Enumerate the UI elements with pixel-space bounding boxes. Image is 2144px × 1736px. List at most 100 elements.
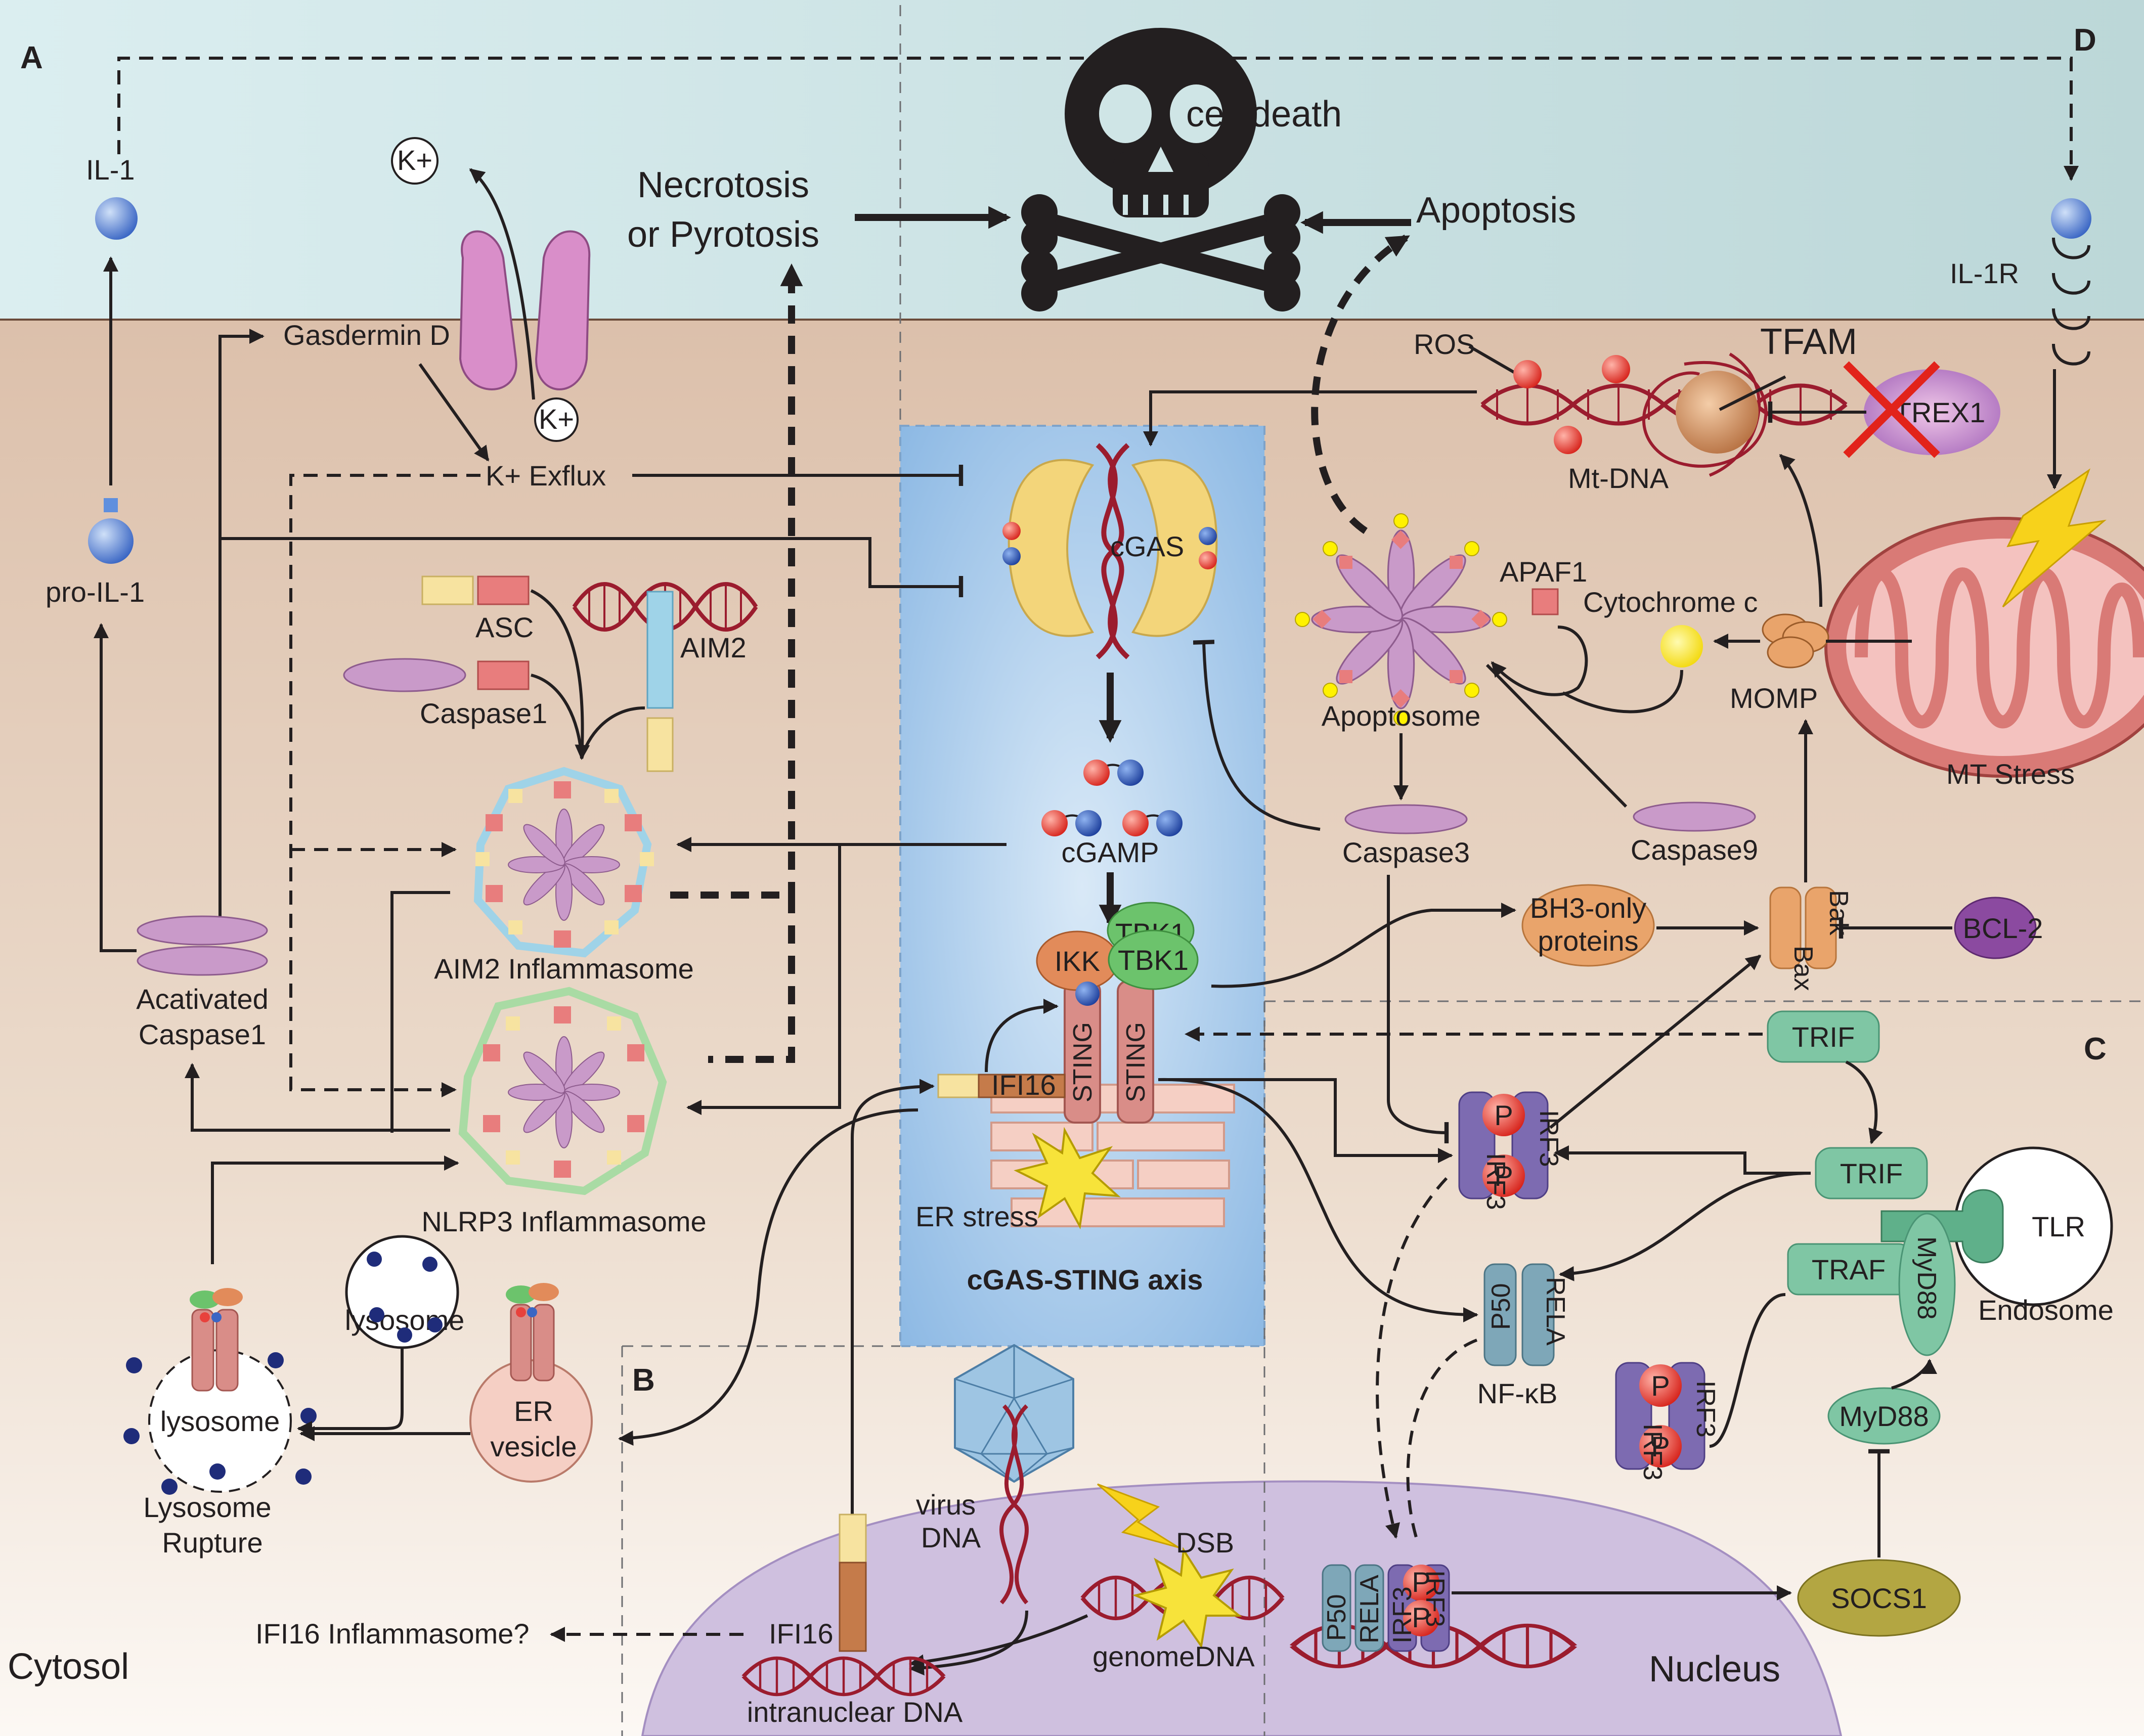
bcl2-label: BCL-2	[1963, 912, 2043, 944]
cgas-dna-strand	[1096, 443, 1130, 659]
aim2-to-caspase1-line	[390, 891, 450, 1133]
apoptosome-to-apoptosis-dashed	[1311, 234, 1410, 534]
dsb-lightning-icon	[1097, 1483, 1179, 1548]
irf3-upper-right-label: IRF3	[1534, 1110, 1563, 1167]
myd88-bound-label: MyD88	[1912, 1236, 1941, 1320]
cgas-bound-red-left	[1002, 522, 1021, 540]
mt-dna	[1480, 383, 1848, 426]
er-stress-burst-icon	[1014, 1127, 1121, 1230]
pro-il1-ball	[88, 518, 134, 564]
caspase9-to-apoptosome	[1485, 663, 1628, 808]
ifi16-inflammasome-label: IFI16 Inflammasome?	[255, 1618, 530, 1650]
activated-caspase1-bottom	[137, 946, 268, 976]
nucleus-label: Nucleus	[1649, 1649, 1780, 1689]
momp-pore	[1762, 613, 1829, 669]
er-stress-label: ER stress	[915, 1200, 1038, 1232]
irf3-dimer-upper	[1458, 1091, 1549, 1199]
sting-right-label: STING	[1121, 1022, 1151, 1102]
il1r-label: IL-1R	[1950, 257, 2019, 289]
traf-label: TRAF	[1812, 1254, 1886, 1285]
cgamp-label: cGAMP	[1062, 836, 1159, 868]
k-exflux-label: K+ Exflux	[486, 460, 606, 492]
caspase1-to-gasdermin-arrow	[218, 329, 265, 930]
cgas-sting-axis-title: cGAS-STING axis	[967, 1264, 1203, 1296]
myd88-bound	[1898, 1213, 1956, 1356]
momp-label: MOMP	[1730, 682, 1818, 714]
myd88-to-bound-arrow	[1891, 1359, 1937, 1390]
nuclear-p50-label: P50	[1322, 1594, 1351, 1641]
virus-dna-label-1: virus	[916, 1489, 976, 1521]
tfam-label: TFAM	[1760, 322, 1857, 362]
inflammasomes-to-caspase1-arrow	[185, 1063, 450, 1132]
nuclear-p1: P	[1412, 1566, 1430, 1598]
nuclear-rela-label: RELA	[1355, 1575, 1384, 1643]
sting-to-irf3-arrow	[1158, 1078, 1453, 1163]
nlrp3-inflammasome-label: NLRP3 Inflammasome	[421, 1206, 706, 1237]
pro-il1-tag	[104, 498, 118, 512]
nuclear-irf3-left-label: IRF3	[1388, 1586, 1417, 1643]
irf3-lower-p2: P	[1651, 1431, 1670, 1462]
lysosome-particles	[367, 1252, 443, 1343]
tlr-label: TLR	[2032, 1211, 2085, 1242]
p50-label: P50	[1486, 1283, 1516, 1330]
lysosome-to-rupture-arrow	[297, 1348, 404, 1436]
k-plus-ion-channel	[534, 397, 579, 442]
caspase1-to-proil1-arrow	[94, 623, 137, 952]
mitochondrion-cristae	[1855, 567, 2144, 729]
er-vesicle-label-2: vesicle	[490, 1431, 577, 1462]
myd88-free-label: MyD88	[1839, 1400, 1929, 1432]
lysosome-rupture-label-1: Lysosome	[143, 1491, 271, 1523]
ifi16-er-pyd	[937, 1074, 980, 1098]
tfam-pointer	[1719, 375, 1786, 411]
socs1-label: SOCS1	[1831, 1582, 1927, 1614]
traf-to-nfkb-arrow	[1559, 1172, 1811, 1281]
apoptosome-complex	[1295, 513, 1507, 726]
bh3-label-2: proteins	[1538, 925, 1638, 957]
p50-protein	[1483, 1263, 1517, 1366]
aim2-pyd-domain	[646, 717, 674, 772]
nfkb-label: NF-κB	[1477, 1377, 1558, 1409]
irf3-upper-left-label: IRF3	[1481, 1153, 1510, 1210]
apoptosis-label: Apoptosis	[1416, 190, 1576, 231]
ifi16-nucleus-hin	[839, 1562, 867, 1652]
skull-crossbones-icon	[1021, 28, 1300, 311]
cgamp-to-nlrp3-arrow	[686, 844, 841, 1115]
ros-pointer	[1468, 345, 1518, 376]
kexflux-dashed-to-inflammasomes	[289, 474, 480, 1097]
bax-protein	[1769, 886, 1802, 969]
cgas-label: cGAS	[1110, 530, 1184, 562]
pyrotosis-label: or Pyrotosis	[627, 214, 819, 255]
ros-molecule-1	[1513, 360, 1542, 388]
nuclear-p2: P	[1412, 1601, 1430, 1633]
bax-label: Bax	[1788, 946, 1818, 991]
bh3-label-1: BH3-only	[1530, 892, 1646, 924]
endosome-label: Endosome	[1978, 1294, 2114, 1326]
gasdermin-pore-left	[459, 230, 517, 390]
irf3-dimer-lower	[1615, 1362, 1705, 1470]
caspase9-label: Caspase9	[1631, 834, 1758, 866]
nlrp3-inflammasome-complex	[458, 987, 667, 1195]
nuclear-transcription-complex	[1322, 1564, 1450, 1652]
nfkb-to-nucleus-dashed	[1406, 1339, 1478, 1538]
caspase3-protein	[1344, 804, 1468, 834]
tbk1-label: TBK1	[1118, 944, 1189, 976]
lysosome-to-nlrp3-arrow	[211, 1155, 459, 1264]
tbk1-to-bh3-arrow	[1211, 903, 1516, 988]
irf3-to-baxbak-arrow	[1549, 954, 1762, 1129]
ifi16-er-hin	[978, 1074, 1066, 1098]
irf3-upper-p2: P	[1494, 1160, 1513, 1192]
intranuclear-dna-label: intranuclear DNA	[747, 1696, 963, 1728]
lysosome-rupture-inner-label: lysosome	[160, 1405, 280, 1437]
genome-dna-to-nuclear-dna	[909, 1614, 1088, 1670]
aim2-hin-domain	[646, 591, 674, 709]
nuclear-irf3-right-label: IRF3	[1420, 1570, 1450, 1627]
virus-dna-to-nuclear-dna	[909, 1610, 1028, 1676]
mt-dna-label: Mt-DNA	[1568, 462, 1669, 494]
il1-label: IL-1	[86, 154, 135, 186]
trex1-protein	[1864, 369, 2000, 455]
il1r-receptor	[2052, 237, 2090, 366]
apoptosome-label: Apoptosome	[1322, 700, 1480, 732]
activated-caspase1-label-2: Caspase1	[139, 1018, 266, 1050]
gasdermin-to-kexflux-arrow	[418, 363, 490, 462]
aim2-to-aim2-inflammasome	[580, 706, 645, 759]
